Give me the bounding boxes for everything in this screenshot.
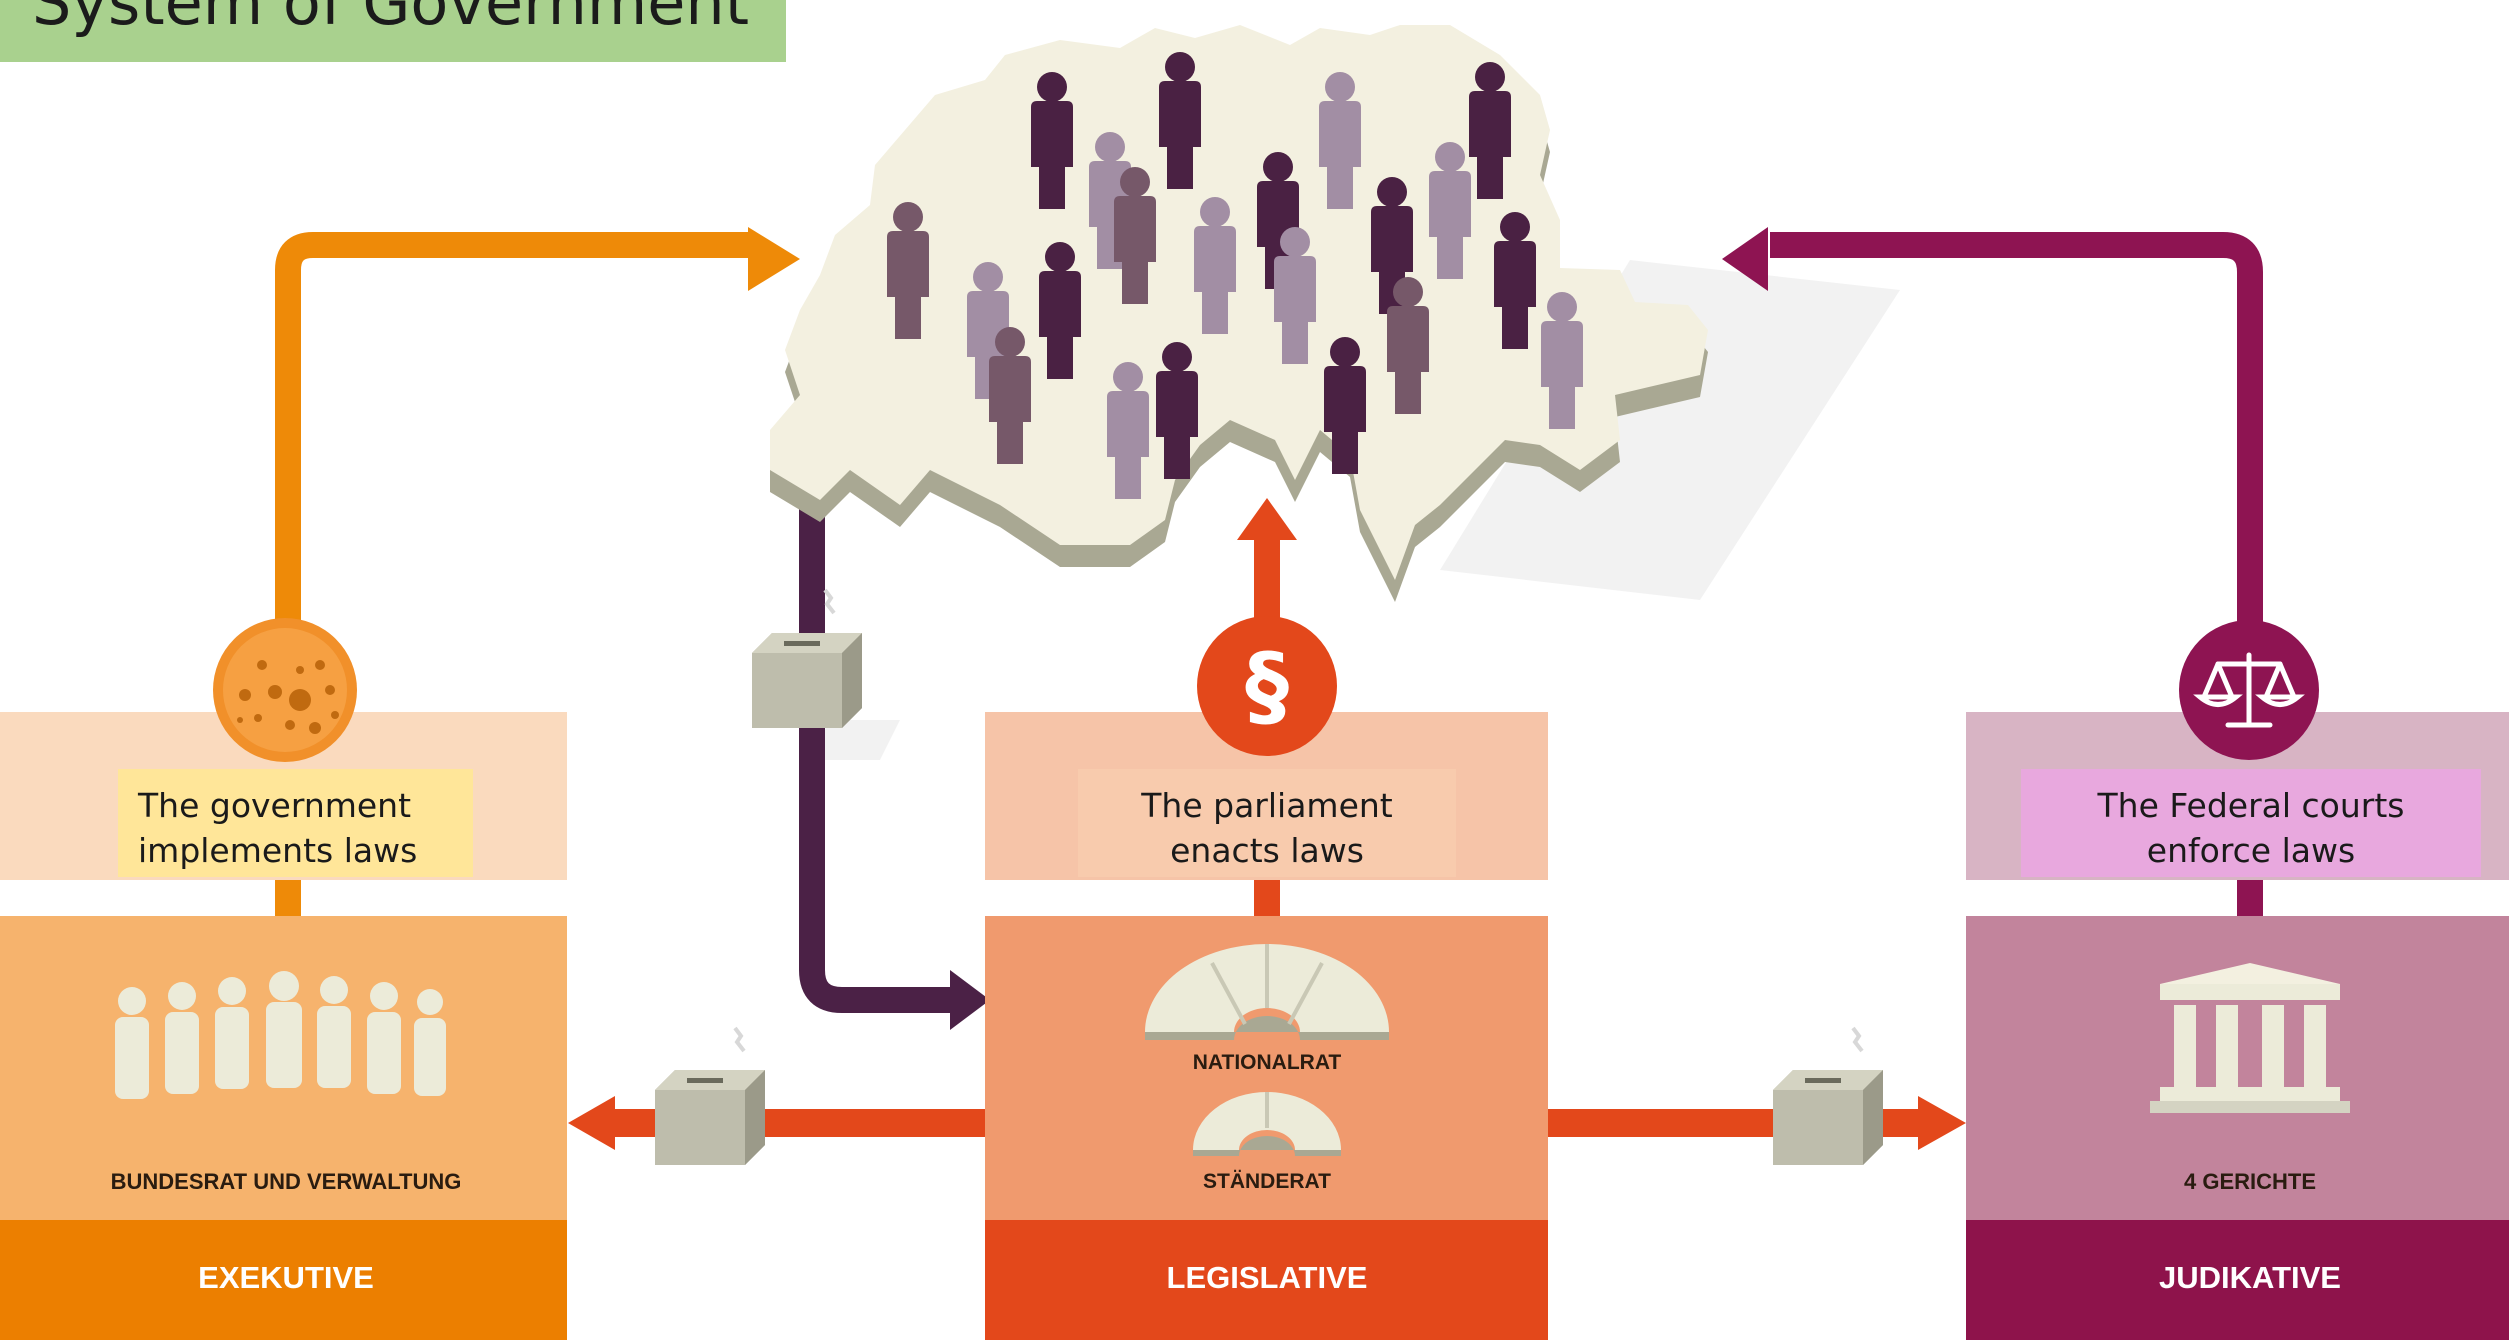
legislative-caption-line-1: The parliament (1141, 786, 1393, 825)
legislative-to-people-arrowhead (1237, 498, 1297, 540)
legislative-caption: The parliament enacts laws (1078, 769, 1456, 877)
executive-body-label: BUNDESRAT UND VERWALTUNG (111, 1169, 462, 1194)
executive-to-people-line (275, 232, 755, 690)
judicative-to-people-line (1770, 232, 2263, 690)
people-to-legislative-line (799, 470, 960, 1013)
legislative-branch: NATIONALRAT STÄNDERAT LEGISLATIVE § (985, 616, 1548, 1340)
executive-caption-line-1: The government (138, 786, 412, 825)
standerat-label: STÄNDERAT (1203, 1170, 1331, 1193)
courthouse-icon (2150, 963, 2350, 1113)
drop-shadows (810, 260, 1900, 760)
nationalrat-chamber-icon (1145, 944, 1389, 1040)
judicative-to-people-arrowhead (1722, 227, 1768, 291)
page-title: System of Government (32, 0, 750, 39)
ballot-box-icon (655, 1026, 765, 1165)
legislative-to-executive-arrowhead (568, 1096, 615, 1150)
scales-of-justice-icon (2179, 620, 2319, 760)
legislative-footer-label: LEGISLATIVE (1167, 1260, 1368, 1295)
executive-caption: The government implements laws (118, 769, 473, 877)
standerat-chamber-icon (1193, 1092, 1341, 1156)
executive-to-people-arrowhead (748, 227, 800, 291)
executive-caption-line-2: implements laws (138, 831, 418, 870)
paragraph-icon: § (1197, 616, 1337, 756)
title-banner: System of Government (0, 0, 786, 62)
judicative-caption-line-1: The Federal courts (2097, 786, 2405, 825)
people-to-legislative-arrowhead (950, 970, 990, 1030)
legislative-to-judicative-arrowhead (1918, 1096, 1966, 1150)
judicative-footer-label: JUDIKATIVE (2159, 1260, 2341, 1295)
executive-branch: BUNDESRAT UND VERWALTUNG EXEKUTIVE (0, 618, 567, 1340)
cheese-wheel-icon (213, 618, 357, 762)
executive-footer-label: EXEKUTIVE (198, 1260, 374, 1295)
legislative-caption-line-2: enacts laws (1170, 831, 1364, 870)
ballot-box-icon (1773, 1026, 1883, 1165)
judicative-body-label: 4 GERICHTE (2184, 1169, 2316, 1194)
paragraph-symbol: § (1245, 634, 1289, 737)
judicative-branch: 4 GERICHTE JUDIKATIVE (1966, 620, 2509, 1340)
judicative-caption-line-2: enforce laws (2146, 831, 2356, 870)
nationalrat-label: NATIONALRAT (1193, 1051, 1342, 1074)
judicative-caption: The Federal courts enforce laws (2021, 769, 2481, 877)
ballot-box-icon (752, 588, 862, 728)
executive-staff-figures-icon (115, 971, 446, 1099)
